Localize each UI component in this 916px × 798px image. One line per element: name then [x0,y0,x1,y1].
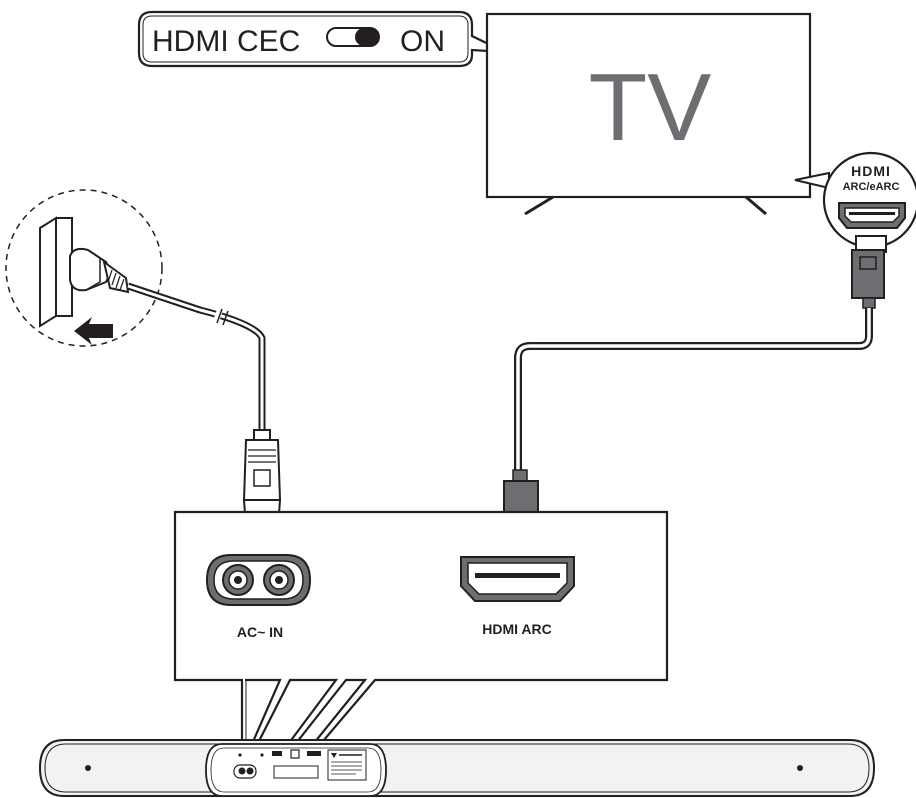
hdmi-cable [514,308,873,472]
tv-port-label: ARC/eARC [843,181,900,193]
insert-arrow-icon [74,317,113,345]
hdmi-cec-label: HDMI CEC [152,25,300,58]
tv-stand-right [745,195,767,216]
hdmi-arc-label: HDMI ARC [482,621,551,637]
mount-hole-left [85,765,91,771]
tv-hdmi-port-icon [838,202,906,229]
plug-icon [69,247,130,294]
cec-toggle-switch [326,27,380,47]
ac-in-label: AC~ IN [237,624,283,640]
ac-in-port [205,554,312,606]
hdmi-logo: HDMI [851,163,891,179]
tv-stand-left [524,195,554,216]
cec-state-label: ON [400,25,445,58]
tv-hdmi-port-callout: HDMI ARC/eARC [794,151,916,249]
tv-label: TV [589,54,712,161]
tv: TV [485,12,812,216]
soundbar-rear-connector-panel [205,743,387,797]
toggle-knob [355,28,379,46]
soundbar [38,739,876,797]
tv-screen [485,12,812,199]
wall-socket-callout [5,189,163,347]
power-cable [126,282,266,432]
hdmi-arc-port [460,556,575,602]
mount-hole-right [797,765,803,771]
hdmi-connector-icon [851,235,887,309]
hdmi-cec-callout: HDMI CEC ON [137,10,506,68]
